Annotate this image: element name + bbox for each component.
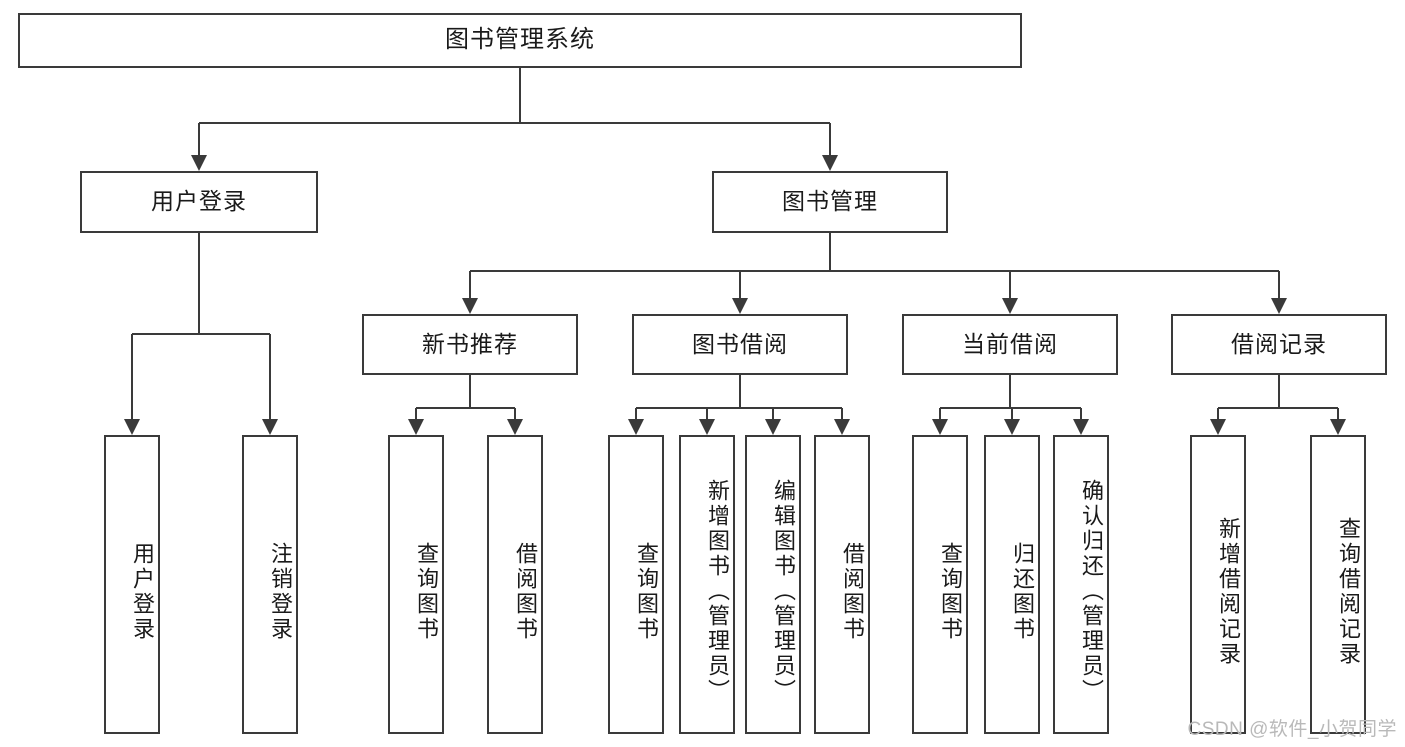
- leaf-node-8[interactable]: 查询图书: [912, 435, 968, 734]
- root-node[interactable]: 图书管理系统: [18, 13, 1022, 68]
- connector-level3-stem: [469, 375, 471, 408]
- leaf-node-12[interactable]: 查询借阅记录: [1310, 435, 1366, 734]
- connector-to-level3: [469, 271, 471, 298]
- connector-to-leaf: [635, 408, 637, 419]
- connector-login-bar: [132, 333, 270, 335]
- leaf-node-7[interactable]: 借阅图书: [814, 435, 870, 734]
- level2-node-1[interactable]: 图书管理: [712, 171, 948, 233]
- arrowhead-icon: [507, 419, 523, 435]
- node-label: 注销登录: [268, 541, 293, 642]
- connector-to-leaf: [1011, 408, 1013, 419]
- connector-root-bar: [199, 122, 830, 124]
- connector-level3-bar: [1218, 407, 1338, 409]
- node-label: 查询图书: [634, 541, 659, 642]
- leaf-node-6[interactable]: 编辑图书（管理员）: [745, 435, 801, 734]
- root-node-label: 图书管理系统: [445, 26, 595, 54]
- arrowhead-icon: [1073, 419, 1089, 435]
- level3-node-3[interactable]: 借阅记录: [1171, 314, 1387, 375]
- level3-node-2[interactable]: 当前借阅: [902, 314, 1118, 375]
- leaf-node-0[interactable]: 用户登录: [104, 435, 160, 734]
- node-label: 新增图书（管理员）: [705, 479, 730, 704]
- arrowhead-icon: [1210, 419, 1226, 435]
- arrowhead-icon: [1002, 298, 1018, 314]
- leaf-node-4[interactable]: 查询图书: [608, 435, 664, 734]
- node-label: 查询借阅记录: [1336, 516, 1361, 667]
- arrowhead-icon: [765, 419, 781, 435]
- arrowhead-icon: [191, 155, 207, 171]
- leaf-node-3[interactable]: 借阅图书: [487, 435, 543, 734]
- leaf-node-5[interactable]: 新增图书（管理员）: [679, 435, 735, 734]
- connector-to-leaf: [269, 334, 271, 419]
- arrowhead-icon: [699, 419, 715, 435]
- arrowhead-icon: [628, 419, 644, 435]
- connector-to-leaf: [772, 408, 774, 419]
- leaf-node-1[interactable]: 注销登录: [242, 435, 298, 734]
- connector-level3-stem: [1009, 375, 1011, 408]
- node-label: 借阅记录: [1231, 330, 1327, 357]
- connector-level3-bar: [416, 407, 515, 409]
- connector-root-stem: [519, 68, 521, 123]
- leaf-node-2[interactable]: 查询图书: [388, 435, 444, 734]
- connector-level3-stem: [1278, 375, 1280, 408]
- node-label: 当前借阅: [962, 330, 1058, 357]
- connector-to-level2: [829, 123, 831, 155]
- leaf-node-9[interactable]: 归还图书: [984, 435, 1040, 734]
- node-label: 查询图书: [414, 541, 439, 642]
- node-label: 借阅图书: [840, 541, 865, 642]
- node-label: 编辑图书（管理员）: [771, 479, 796, 704]
- arrowhead-icon: [932, 419, 948, 435]
- arrowhead-icon: [834, 419, 850, 435]
- arrowhead-icon: [822, 155, 838, 171]
- node-label: 归还图书: [1010, 541, 1035, 642]
- arrowhead-icon: [124, 419, 140, 435]
- connector-login-stem: [198, 233, 200, 334]
- arrowhead-icon: [1271, 298, 1287, 314]
- connector-level3-bar: [636, 407, 842, 409]
- node-label: 用户登录: [151, 188, 247, 215]
- node-label: 新书推荐: [422, 330, 518, 357]
- level3-node-0[interactable]: 新书推荐: [362, 314, 578, 375]
- level2-node-0[interactable]: 用户登录: [80, 171, 318, 233]
- connector-to-leaf: [415, 408, 417, 419]
- connector-books-stem: [829, 233, 831, 271]
- connector-level3-stem: [739, 375, 741, 408]
- level3-node-1[interactable]: 图书借阅: [632, 314, 848, 375]
- arrowhead-icon: [1330, 419, 1346, 435]
- arrowhead-icon: [1004, 419, 1020, 435]
- leaf-node-11[interactable]: 新增借阅记录: [1190, 435, 1246, 734]
- connector-to-leaf: [1080, 408, 1082, 419]
- leaf-node-10[interactable]: 确认归还（管理员）: [1053, 435, 1109, 734]
- connector-to-leaf: [841, 408, 843, 419]
- connector-level3-bar: [940, 407, 1081, 409]
- node-label: 确认归还（管理员）: [1079, 479, 1104, 704]
- connector-to-level3: [1009, 271, 1011, 298]
- arrowhead-icon: [262, 419, 278, 435]
- arrowhead-icon: [408, 419, 424, 435]
- connector-to-level3: [739, 271, 741, 298]
- node-label: 新增借阅记录: [1216, 516, 1241, 667]
- connector-to-level2: [198, 123, 200, 155]
- node-label: 用户登录: [130, 541, 155, 642]
- node-label: 查询图书: [938, 541, 963, 642]
- arrowhead-icon: [732, 298, 748, 314]
- connector-to-leaf: [1217, 408, 1219, 419]
- connector-to-leaf: [514, 408, 516, 419]
- node-label: 图书借阅: [692, 330, 788, 357]
- connector-to-leaf: [131, 334, 133, 419]
- node-label: 图书管理: [782, 188, 878, 215]
- connector-to-leaf: [706, 408, 708, 419]
- connector-to-level3: [1278, 271, 1280, 298]
- connector-to-leaf: [1337, 408, 1339, 419]
- connector-to-leaf: [939, 408, 941, 419]
- connector-books-bar: [470, 270, 1279, 272]
- arrowhead-icon: [462, 298, 478, 314]
- node-label: 借阅图书: [513, 541, 538, 642]
